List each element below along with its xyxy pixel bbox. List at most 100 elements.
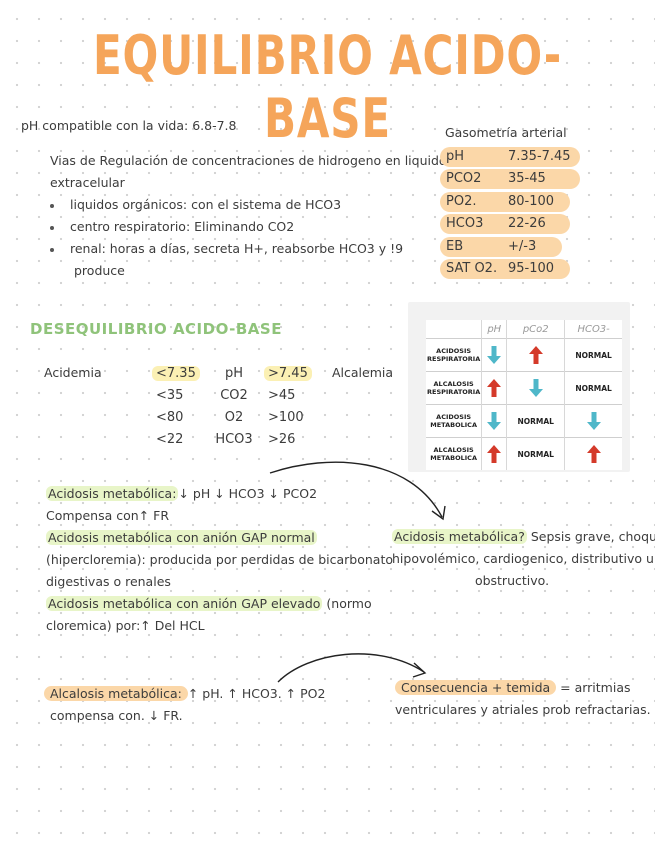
gaso-val: 80-100 [508,193,555,209]
gaso-key: HCO3 [446,216,484,231]
acidosis-highlight: Acidosis metabólica con anión GAP elevad… [46,596,323,611]
vias-bullet: centro respiratorio: Eliminando CO2 [50,216,447,238]
arrow-down-icon [564,404,622,438]
alcalosis-highlight: Alcalosis metabólica: [44,686,188,701]
ref-row-label-1: ACIDOSIS [436,347,472,355]
acidosis-line: (hipercloremia): producida por perdidas … [46,552,394,567]
acidosis-line: Acidosis metabólica con anión GAP normal [46,527,393,549]
ref-row-label-1: ALCALOSIS [433,446,474,454]
acidosis-note-line: obstructivo. [474,573,550,588]
deseq-low: <22 [156,431,184,447]
arrow-up-icon [481,371,507,405]
deseq-param: O2 [224,409,244,425]
vias-bullet-text: renal: horas a días, secreta H+, reabsor… [70,241,404,256]
alcalosis-line: compensa con. ↓ FR. [50,708,183,723]
arrow-up-icon [564,437,622,470]
deseq-param: pH [224,365,244,381]
consecuencia-block: Consecuencia + temida = arritmias ventri… [395,677,651,721]
gaso-key: pH [446,148,465,164]
gaso-val: 7.35-7.45 [508,148,571,164]
deseq-param: CO2 [220,387,248,403]
acidosis-line: Compensa con↑ FR [46,508,170,523]
arrow-down-icon [481,404,507,438]
acidosis-line: digestivas o renales [46,574,171,589]
alcalosis-line: Alcalosis metabólica:↑ pH. ↑ HCO3. ↑ PO2 [44,683,325,705]
acidosis-line: Acidosis metabólica con anión GAP elevad… [46,593,393,615]
vias-section: Vias de Regulación de concentraciones de… [50,150,447,282]
acidosis-note-highlight: Acidosis metabólica? [392,529,527,544]
acidosis-line: Acidosis metabólica:↓ pH ↓ HCO3 ↓ PCO2 [46,483,393,505]
deseq-low: <7.35 [152,365,200,381]
gasometria-row: PO2. 80-100 [440,191,580,212]
vias-bullet: renal: horas a días, secreta H+, reabsor… [50,238,447,260]
vias-bullet-text: centro respiratorio: Eliminando CO2 [70,219,295,234]
deseq-param: HCO3 [215,431,253,447]
ref-row-label-1: ACIDOSIS [436,413,472,421]
alcalosis-text: ↑ pH. ↑ HCO3. ↑ PO2 [187,686,326,701]
acidosis-line: cloremica) por:↑ Del HCL [46,618,205,633]
gaso-val: 35-45 [508,171,546,186]
consecuencia-line: Consecuencia + temida = arritmias [395,677,651,699]
ref-row-label-2: RESPIRATORIA [427,355,481,363]
arrow-down-icon [506,371,565,405]
ref-header: HCO3- [564,320,622,339]
deseq-low: <35 [156,387,184,403]
page-title: EQUILIBRIO ACIDO-BASE [92,24,563,150]
gasometria-row: EB+/-3 [440,236,580,257]
ref-row-label-1: ALCALOSIS [433,380,474,388]
acidosis-highlight: Acidosis metabólica con anión GAP normal [46,530,317,545]
vias-bullet-cont: produce [74,263,125,278]
gaso-val: 22-26 [508,216,546,231]
connector-arrow-icon [269,461,446,521]
acidosis-text: (normo [322,596,372,611]
acidosis-note: Acidosis metabólica? Sepsis grave, choqu… [392,526,655,592]
vias-bullet: liquidos orgánicos: con el sistema de HC… [50,194,447,216]
acidosis-note-line: Acidosis metabólica? Sepsis grave, choqu… [392,526,655,548]
gaso-key: PO2. [446,193,477,209]
arrow-down-icon [481,338,507,372]
consecuencia-line: ventriculares y atriales prob refractari… [395,702,651,717]
deseq-low: <80 [156,409,184,425]
desequilibrio-table: <7.35 pH >7.45 <35 CO2 >45 <80 O2 >100 <… [152,362,312,450]
gasometria-row: pH 7.35-7.45 [440,146,580,167]
deseq-row: <22 HCO3 >26 [152,428,312,450]
bullet-icon [50,203,54,208]
acidosis-text: ↓ pH ↓ HCO3 ↓ PCO2 [178,486,318,501]
gaso-key: SAT O2. [446,261,498,276]
gasometria-row: SAT O2. 95-100 [440,259,580,279]
acidosis-highlight: Acidosis metabólica: [46,486,179,501]
deseq-high: >45 [268,387,296,403]
deseq-row: <7.35 pH >7.45 [152,362,312,384]
bullet-icon [50,225,54,230]
ref-row-label-2: RESPIRATORIA [427,388,481,396]
acidosis-note-text: Sepsis grave, choque [526,529,655,544]
arrow-up-icon [506,338,565,372]
gasometria-row: HCO3 22-26 [440,214,580,234]
ref-cell-text: NORMAL [564,371,622,405]
connector-arrow-icon [277,653,427,683]
ref-row-label-2: METABOLICA [430,421,477,429]
acidosis-block: Acidosis metabólica:↓ pH ↓ HCO3 ↓ PCO2 C… [46,483,393,637]
vias-intro-2: extracelular [50,175,125,190]
vias-bullet-text: liquidos orgánicos: con el sistema de HC… [70,197,342,212]
alcalosis-block: Alcalosis metabólica:↑ pH. ↑ HCO3. ↑ PO2… [44,683,325,727]
desequilibrio-title: DESEQUILIBRIO ACIDO-BASE [30,320,282,338]
ref-header: pCo2 [506,320,565,339]
gaso-key: PCO2 [446,171,482,186]
gaso-val: +/-3 [508,238,537,254]
acidosis-note-line: hipovolémico, cardiogenico, distributivo… [392,551,654,566]
ref-cell-text: NORMAL [564,338,622,372]
ref-cell-text: NORMAL [506,437,565,470]
gasometria-title: Gasometría arterial [445,125,567,140]
alcalemia-label: Alcalemia [332,365,394,380]
gaso-val: 95-100 [508,261,555,276]
